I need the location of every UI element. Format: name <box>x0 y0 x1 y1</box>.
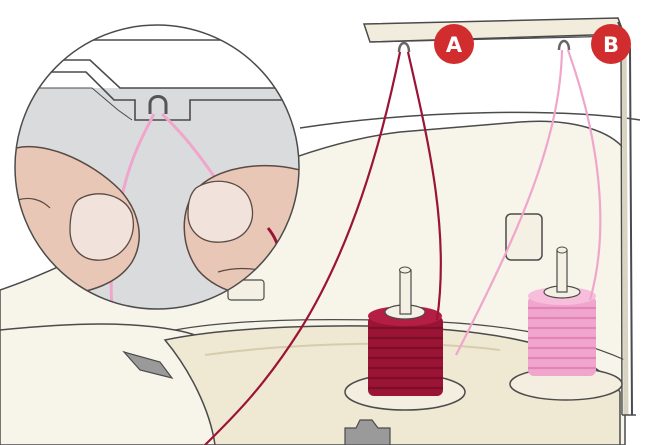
thread-guide-hook-a <box>399 43 409 52</box>
badge-a-label: A <box>446 33 463 57</box>
badge-b-label: B <box>603 33 619 57</box>
spool-pin-plate-a <box>506 214 542 260</box>
badge-b: B <box>591 24 631 64</box>
badge-a: A <box>434 24 474 64</box>
thread-guide-hook-b <box>559 41 569 50</box>
